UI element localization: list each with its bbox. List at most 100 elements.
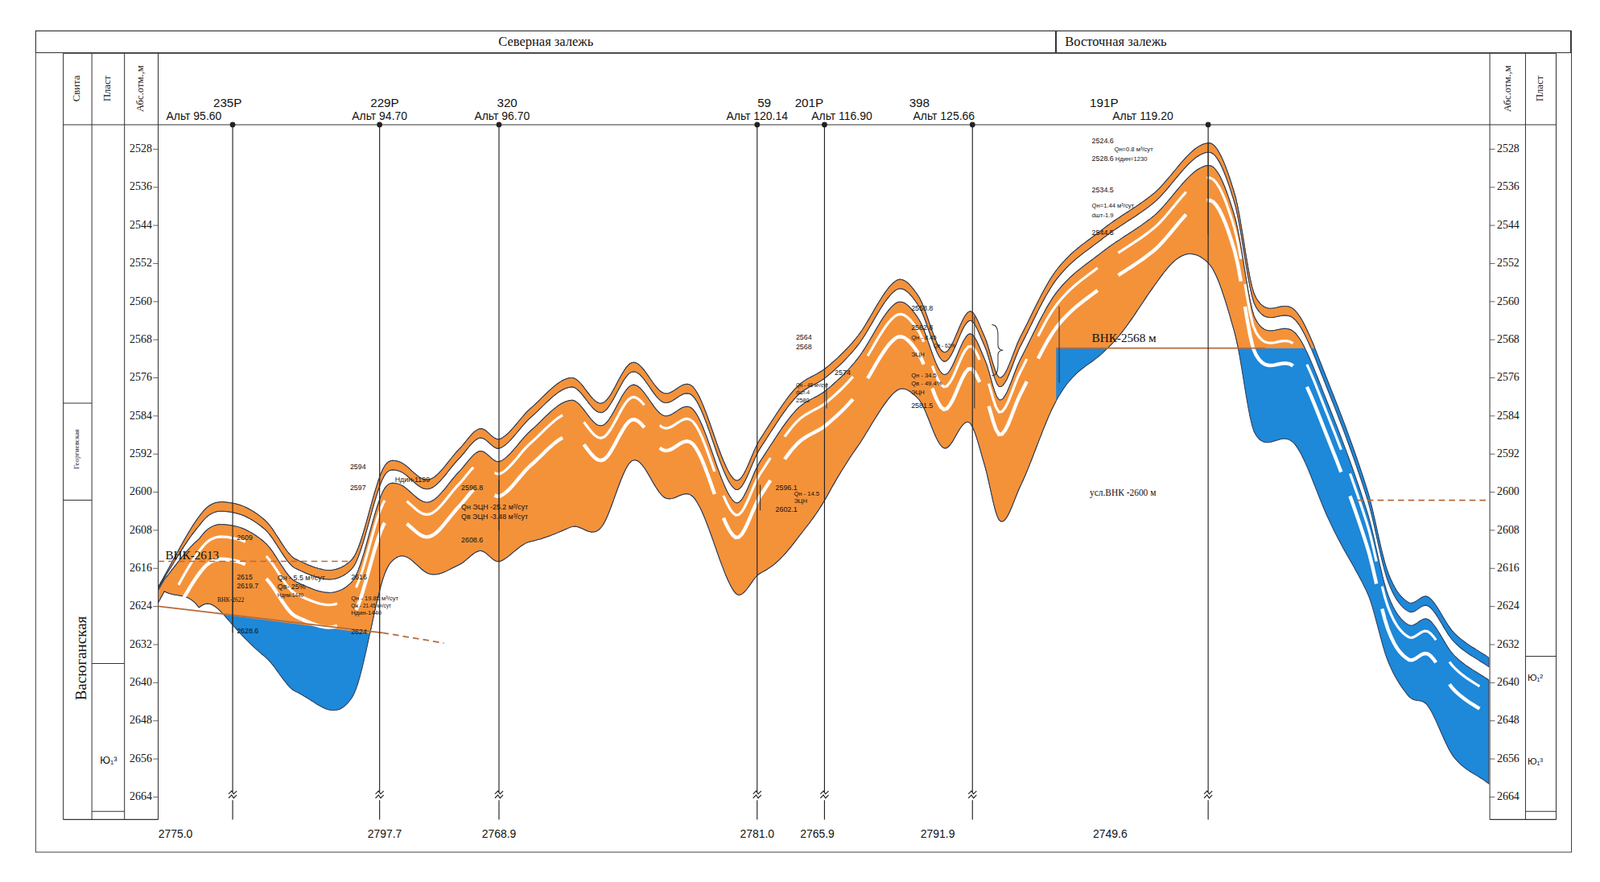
total-depth: 2765.9	[800, 828, 835, 841]
depth-mark: 2528	[128, 142, 153, 155]
annotation: 2524.6	[1092, 137, 1114, 146]
annotation: Ндин-1199	[395, 476, 430, 485]
depth-mark: 2632	[128, 638, 153, 651]
total-depth: 2791.9	[920, 828, 956, 841]
annotation: Qж - 21.45 м³/сут	[350, 603, 392, 610]
column-header: Пласт	[1534, 75, 1547, 102]
annotation: dшт-1.9	[1092, 211, 1114, 219]
well-name: Альт 95.60	[166, 110, 223, 123]
column-header: Абс.отм.,м	[135, 65, 147, 112]
annotation: ЭЦН	[911, 389, 925, 396]
annotation: 2580	[795, 397, 810, 405]
annotation: 2544.5	[1092, 229, 1114, 238]
total-depth: 2775.0	[158, 828, 194, 841]
annotation: 2564	[795, 334, 813, 343]
annotation: 2596.8	[461, 484, 483, 493]
depth-mark: 2640	[128, 676, 153, 689]
annotation: Qв - 62%	[933, 342, 956, 349]
annotation: Qн - 19.85 м³/сут	[350, 595, 399, 603]
annotation: 2594	[350, 463, 367, 472]
depth-mark: 2584	[1496, 409, 1521, 422]
annotation: Qн - 14.5	[793, 490, 820, 497]
well-name: Альт 125.66	[913, 110, 976, 123]
depth-mark: 2544	[1496, 218, 1521, 231]
outer-frame	[35, 30, 1572, 853]
column-header: Абс.отм.,м	[1502, 65, 1514, 112]
header-cell: Восточная залежь	[1055, 30, 1572, 54]
column-header: Пласт	[102, 75, 114, 102]
annotation: ЭЦН	[793, 497, 808, 504]
owc-label: ВНК-2613	[164, 548, 219, 562]
depth-mark: 2568	[128, 333, 153, 346]
annotation: 2608.6	[461, 536, 483, 545]
depth-mark: 2640	[1496, 676, 1521, 689]
well-name: 59	[757, 96, 772, 111]
depth-mark: 2560	[128, 295, 153, 308]
well-name: Альт 94.70	[351, 110, 408, 123]
annotation: 2562.8	[911, 324, 933, 333]
depth-mark: 2616	[128, 561, 153, 574]
column-header: Ю₁³	[99, 755, 117, 768]
owc-lines	[158, 348, 1491, 644]
annotation: 2534.5	[1092, 186, 1114, 195]
annotation: Qн=0.8 м³/сут	[1114, 146, 1154, 153]
well-name: Альт 119.20	[1112, 110, 1173, 123]
depth-mark: 2584	[128, 409, 153, 422]
annotation: Qв - 49.4%	[911, 380, 942, 388]
annotation: Qн ЭЦН -25.2 м³/сут	[461, 504, 528, 513]
annotation: 2609	[236, 535, 253, 544]
grid	[63, 53, 1557, 820]
well-name: Альт 120.14	[726, 110, 789, 123]
depth-mark: 2576	[1496, 371, 1521, 384]
rock-band	[158, 165, 1489, 784]
column-header: Свита	[71, 75, 83, 103]
clay-streak	[178, 177, 1481, 687]
rock-band	[158, 165, 1489, 784]
annotation: 2628.6	[236, 627, 259, 636]
well-name: Альт 96.70	[474, 110, 530, 123]
annotation: Ндин-1440	[350, 610, 382, 617]
depth-mark: 2648	[1496, 714, 1521, 727]
depth-mark: 2568	[1496, 333, 1521, 346]
annotation: Qн - 8.45	[911, 334, 937, 341]
depth-mark: 2536	[128, 181, 153, 194]
total-depth: 2768.9	[482, 828, 517, 841]
annotation: 2616	[350, 573, 368, 582]
water-layers	[158, 143, 1489, 784]
depth-mark: 2624	[128, 600, 153, 613]
depth-mark: 2616	[1496, 561, 1521, 574]
annotation: 2615	[236, 573, 253, 582]
depth-mark: 2592	[128, 447, 153, 460]
annotation: 2619.7	[236, 582, 259, 591]
column-header: Васюганская	[73, 615, 91, 701]
well-name: 235Р	[213, 96, 243, 111]
well-name: 201Р	[795, 96, 825, 111]
annotation: 2597	[350, 484, 367, 493]
column-header: Ю₁³	[1527, 756, 1543, 768]
depth-mark: 2592	[1496, 447, 1521, 460]
header-cell: Северная залежь	[35, 30, 1056, 54]
well-name: Альт 116.90	[811, 110, 872, 123]
annotation: 2568	[795, 343, 813, 352]
annotation: 2574	[834, 369, 851, 378]
total-depth: 2749.6	[1092, 828, 1128, 841]
annotation: 2528.6	[1092, 155, 1114, 164]
header-text: Северная залежь	[36, 31, 1056, 53]
depth-mark: 2544	[128, 218, 153, 231]
annotation: 2558.8	[911, 305, 933, 314]
annotation: 2581.5	[911, 402, 933, 411]
depth-mark: 2664	[128, 790, 153, 803]
depth-mark: 2632	[1496, 638, 1521, 651]
depth-mark: 2608	[128, 523, 153, 537]
clay-streaks	[178, 177, 1481, 710]
owc-label: усл.ВНК -2600 м	[1089, 487, 1156, 499]
annotation: Нднм-1440	[277, 593, 304, 599]
depth-ticks	[152, 148, 1495, 797]
depth-mark: 2648	[128, 714, 153, 727]
depth-mark: 2560	[1496, 295, 1521, 308]
owc-label: ВНК-2568 м	[1092, 330, 1157, 345]
depth-mark: 2656	[128, 752, 153, 765]
well-name: 191Р	[1089, 96, 1119, 111]
annotation: dшт-4	[795, 390, 810, 396]
annotation: Qн - 34.5	[911, 371, 937, 379]
